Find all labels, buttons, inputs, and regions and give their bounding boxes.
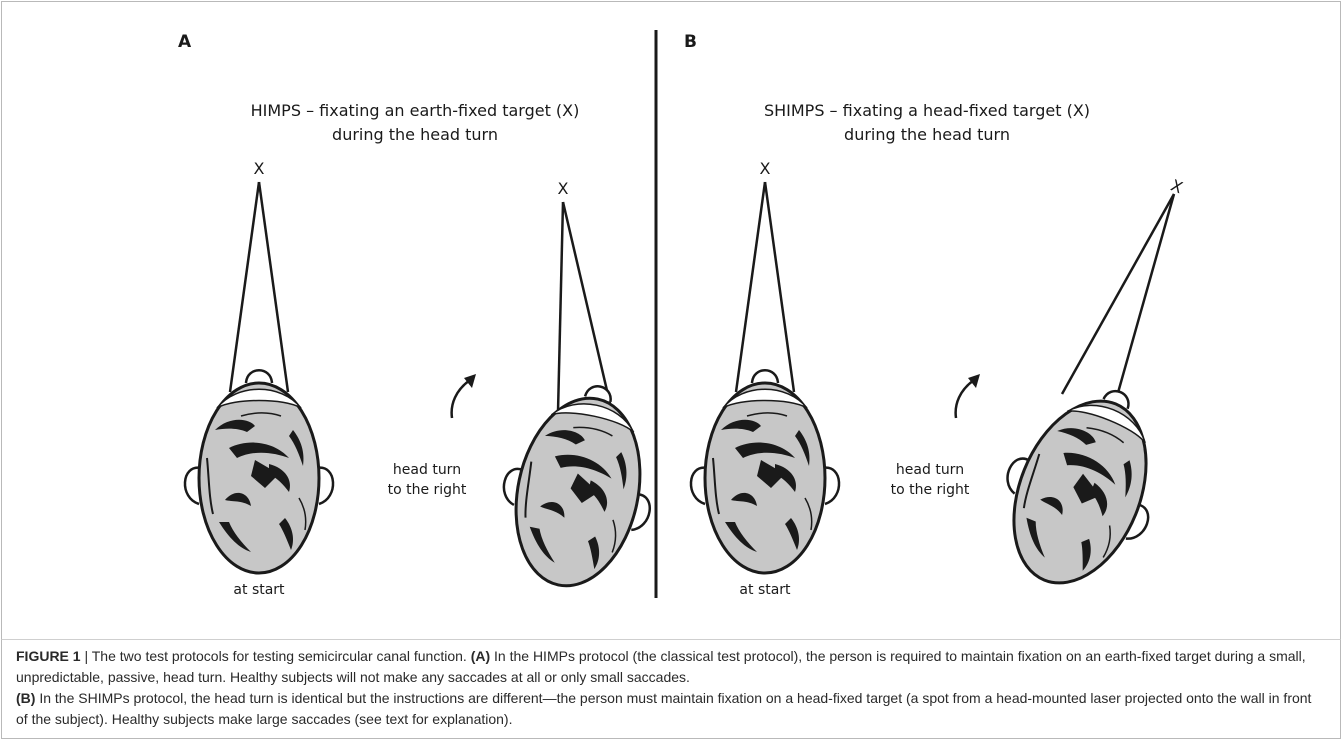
panel-a-turn-label-line1: head turn <box>393 462 461 478</box>
panel-a-title-line2: during the head turn <box>332 125 498 144</box>
panel-b-target-start: X <box>760 159 771 178</box>
panel-b-sightline-right <box>765 182 794 392</box>
panel-b-head-turned <box>976 364 1189 607</box>
panel-a-start-label: at start <box>233 582 285 598</box>
panel-b-turn-label-line1: head turn <box>896 462 964 478</box>
panel-b-turned-sightline-right <box>1112 194 1174 414</box>
figure-caption: FIGURE 1 | The two test protocols for te… <box>16 646 1326 730</box>
caption-intro: The two test protocols for testing semic… <box>92 648 471 664</box>
caption-b-text: In the SHIMPs protocol, the head turn is… <box>16 690 1311 727</box>
panel-b-turn-arrow <box>956 380 974 418</box>
panel-a-title-line1: HIMPS – fixating an earth-fixed target (… <box>251 101 580 120</box>
panel-b-head-start <box>691 370 839 573</box>
panel-a-head-start <box>185 370 333 573</box>
panel-a-target-start: X <box>254 159 265 178</box>
caption-b-tag: (B) <box>16 690 35 706</box>
caption-separator: | <box>81 648 92 664</box>
panel-b-turn-label-line2: to the right <box>891 482 970 498</box>
caption-figure-label: FIGURE 1 <box>16 648 81 664</box>
panel-a-sightline-right <box>259 182 288 392</box>
panel-a-turned-sightline-left <box>558 202 563 412</box>
panel-b-title-line1: SHIMPS – fixating a head-fixed target (X… <box>764 101 1090 120</box>
panel-b-turn-arrowhead <box>968 374 980 388</box>
panel-a-letter: A <box>178 32 192 52</box>
panel-b-target-turned: X <box>1168 176 1185 198</box>
panel-a-turn-label-line2: to the right <box>388 482 467 498</box>
panel-a-head-turned <box>486 371 673 600</box>
caption-a-tag: (A) <box>471 648 490 664</box>
panel-a-turned-sightline-right <box>563 202 612 412</box>
panel-b-turned-sightline-left <box>1062 194 1174 394</box>
panel-b-sightline-left <box>736 182 765 392</box>
panel-a-target-turned: X <box>558 179 569 198</box>
panel-b-letter: B <box>684 32 697 52</box>
panel-b-start-label: at start <box>739 582 791 598</box>
panel-a-sightline-left <box>230 182 259 392</box>
panel-a-turn-arrowhead <box>464 374 476 388</box>
panel-b-title-line2: during the head turn <box>844 125 1010 144</box>
panel-a-turn-arrow <box>452 380 470 418</box>
